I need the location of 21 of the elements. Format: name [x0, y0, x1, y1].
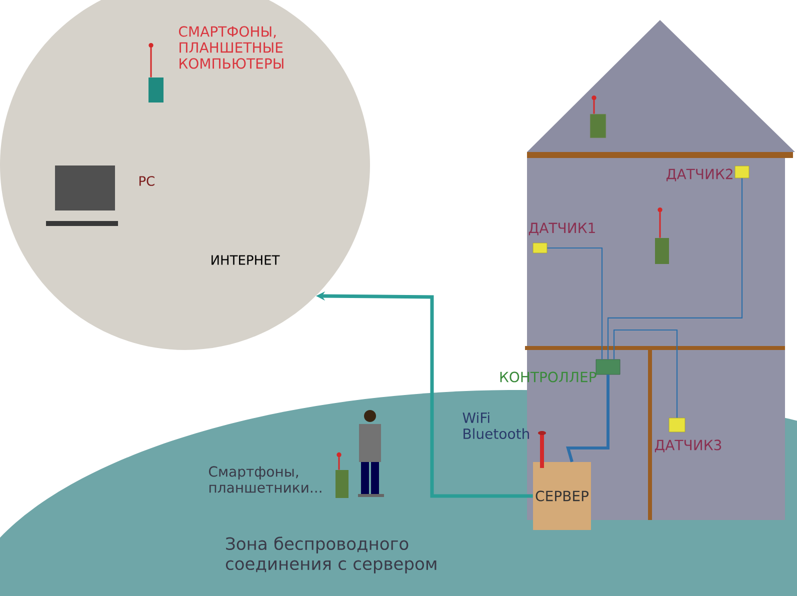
person-drawing	[358, 410, 384, 497]
wire	[547, 247, 603, 360]
phone-drawing	[148, 42, 164, 102]
wire	[566, 374, 610, 462]
sensor-label: ДАТЧИК3	[654, 440, 722, 452]
phone-drawing	[590, 95, 606, 138]
device-label: СМАРТФОНЫ, ПЛАНШЕТНЫЕ КОМПЬЮТЕРЫ	[179, 26, 284, 69]
wire	[607, 178, 743, 360]
phone-drawing	[655, 207, 669, 264]
device-label: Смартфоны, планшетники...	[209, 466, 322, 493]
sensor-box	[668, 418, 686, 432]
wire	[613, 329, 678, 418]
wireless-label: WiFi Bluetooth	[462, 412, 529, 440]
phone-drawing	[336, 452, 348, 498]
sensor-box	[532, 242, 548, 254]
laptop-drawing	[46, 165, 118, 226]
sensor-label: ДАТЧИК1	[528, 222, 595, 236]
device-label: PC	[139, 176, 154, 186]
controller-box	[596, 359, 620, 375]
sensor-label: ДАТЧИК2	[666, 168, 732, 182]
sensor-box	[734, 166, 750, 178]
